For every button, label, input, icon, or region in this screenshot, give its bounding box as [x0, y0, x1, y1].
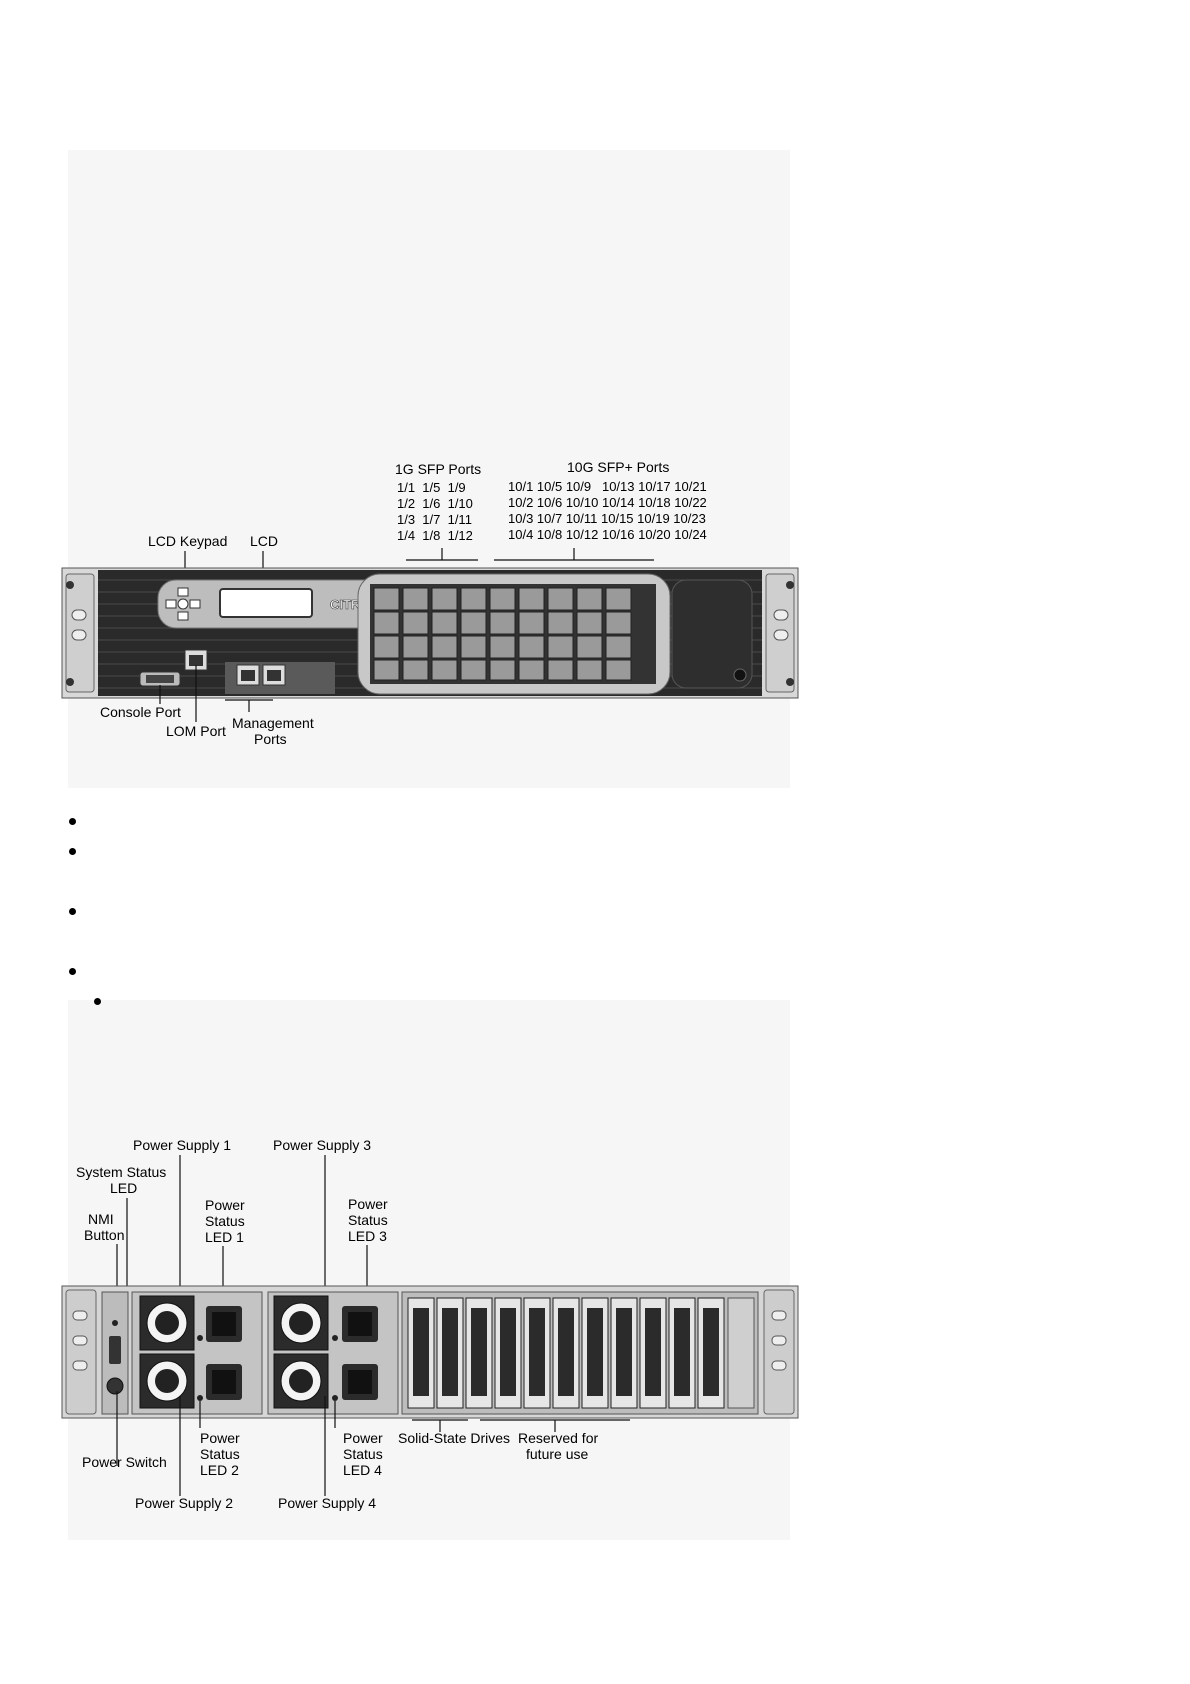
sfp-1g-row: 1/4 1/8 1/12	[397, 528, 473, 543]
management-ports-label: Ports	[254, 731, 287, 747]
system-status-led-label: LED	[110, 1180, 137, 1196]
lcd-label: LCD	[250, 533, 278, 549]
power-switch-label: Power Switch	[82, 1454, 167, 1470]
power-supply-1-label: Power Supply 1	[133, 1137, 231, 1153]
lom-port-label: LOM Port	[166, 723, 226, 739]
sfp-10g-row: 10/1 10/5 10/9 10/13 10/17 10/21	[508, 479, 707, 494]
console-port-label: Console Port	[100, 704, 181, 720]
bullet	[69, 908, 76, 915]
power-status-led-4-label: Status	[343, 1446, 383, 1462]
sfp-10g-title: 10G SFP+ Ports	[567, 459, 669, 475]
power-supply-3-label: Power Supply 3	[273, 1137, 371, 1153]
bullet-nested	[94, 998, 101, 1005]
power-status-led-2-label: LED 2	[200, 1462, 239, 1478]
power-supply-4-label: Power Supply 4	[278, 1495, 376, 1511]
bullet	[69, 968, 76, 975]
reserved-label: Reserved for	[518, 1430, 598, 1446]
back-section-background	[68, 1000, 790, 1540]
bullet	[69, 818, 76, 825]
power-status-led-1-label: Status	[205, 1213, 245, 1229]
management-ports-label: Management	[232, 715, 314, 731]
system-status-led-label: System Status	[76, 1164, 166, 1180]
nmi-button-label: NMI	[88, 1211, 114, 1227]
sfp-1g-row: 1/3 1/7 1/11	[397, 512, 472, 527]
nmi-button-label: Button	[84, 1227, 124, 1243]
sfp-bracket-lines	[406, 548, 654, 561]
sfp-1g-title: 1G SFP Ports	[395, 461, 481, 477]
power-status-led-3-label: LED 3	[348, 1228, 387, 1244]
power-status-led-2-label: Power	[200, 1430, 240, 1446]
back-chassis	[61, 1285, 799, 1419]
power-supply-2-label: Power Supply 2	[135, 1495, 233, 1511]
back-panel-diagram: Power Supply 1 Power Supply 3 System Sta…	[61, 1137, 799, 1511]
power-status-led-2-label: Status	[200, 1446, 240, 1462]
sfp-10g-row: 10/4 10/8 10/12 10/16 10/20 10/24	[508, 527, 707, 542]
sfp-10g-row: 10/3 10/7 10/11 10/15 10/19 10/23	[508, 511, 706, 526]
sfp-1g-row: 1/2 1/6 1/10	[397, 496, 473, 511]
power-status-led-3-label: Power	[348, 1196, 388, 1212]
reserved-label: future use	[526, 1446, 588, 1462]
power-status-led-4-label: Power	[343, 1430, 383, 1446]
power-status-led-3-label: Status	[348, 1212, 388, 1228]
solid-state-drives-label: Solid-State Drives	[398, 1430, 510, 1446]
power-status-led-4-label: LED 4	[343, 1462, 382, 1478]
front-panel-diagram: 1G SFP Ports 1/1 1/5 1/9 1/2 1/6 1/10 1/…	[61, 459, 799, 747]
sfp-10g-row: 10/2 10/6 10/10 10/14 10/18 10/22	[508, 495, 707, 510]
bullet	[69, 848, 76, 855]
callout-lines-bottom	[116, 1391, 630, 1496]
lcd-keypad-label: LCD Keypad	[148, 533, 227, 549]
front-chassis: CITRIX	[61, 567, 799, 699]
power-status-led-1-label: Power	[205, 1197, 245, 1213]
sfp-1g-row: 1/1 1/5 1/9	[397, 480, 466, 495]
lcd-keypad	[165, 587, 201, 621]
power-status-led-1-label: LED 1	[205, 1229, 244, 1245]
